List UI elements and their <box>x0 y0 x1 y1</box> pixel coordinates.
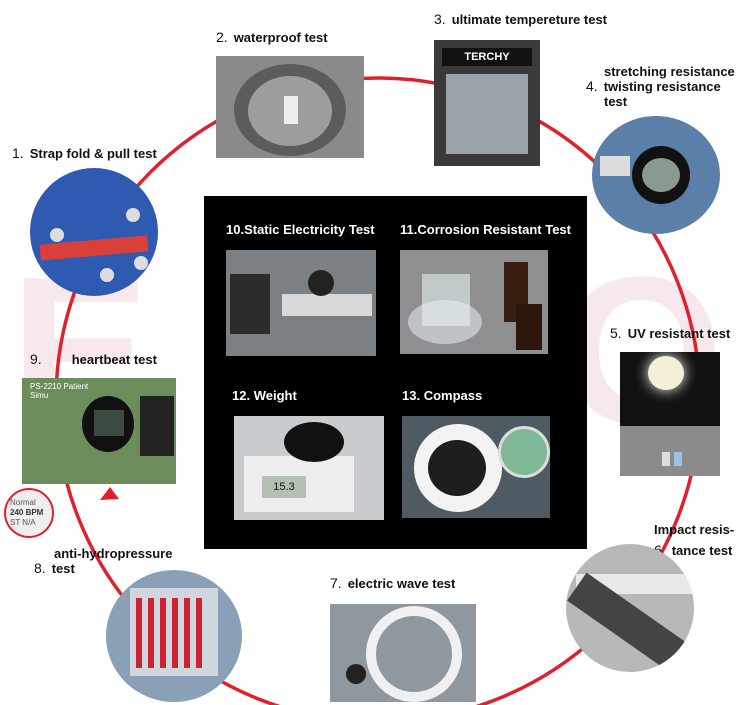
label-test-10: 10.Static Electricity Test <box>226 222 375 237</box>
label-test-13: 13. Compass <box>402 388 483 403</box>
photo-strap-test <box>30 168 158 296</box>
label-test-3: 3.ultimate tempereture test <box>434 11 608 28</box>
photo-hydropressure-test <box>106 570 242 702</box>
photo-uv-test <box>620 352 720 476</box>
label-test-5: 5.UV resistant test <box>610 325 731 342</box>
photo-stretching-test <box>592 116 720 234</box>
scale-display: 15.3 <box>262 476 306 498</box>
monitor-title: PS-2210 Patient Simu <box>30 382 89 400</box>
label-test-12: 12. Weight <box>232 388 297 403</box>
photo-heartbeat-test: PS-2210 Patient Simu <box>22 378 176 484</box>
photo-weight-test: 15.3 <box>234 416 384 520</box>
label-test-7: 7.electric wave test <box>330 575 456 592</box>
photo-compass-test <box>402 416 550 518</box>
label-test-9: 9.heartbeat test <box>30 351 157 368</box>
photo-corrosion-test <box>400 250 548 354</box>
photo-waterproof-test <box>216 56 364 158</box>
arrow-icon <box>100 487 119 500</box>
label-test-11: 11.Corrosion Resistant Test <box>400 222 571 237</box>
label-test-2: 2.waterproof test <box>216 29 328 46</box>
label-test-8: anti-hydropressure 8.test <box>34 546 173 576</box>
chamber-brand: TERCHY <box>442 48 532 66</box>
bpm-readout-inset: Normal 240 BPM ST N/A <box>4 488 54 538</box>
label-test-4: stretching resistance 4.twisting resista… <box>586 64 735 109</box>
photo-temperature-chamber: TERCHY <box>434 40 540 166</box>
photo-electric-wave-test <box>330 604 476 702</box>
photo-impact-test <box>566 544 694 672</box>
label-test-6: Impact resis- 6.tance test <box>654 522 735 558</box>
lab-tests-panel: 10.Static Electricity Test 11.Corrosion … <box>204 196 587 549</box>
photo-static-electricity-test <box>226 250 376 356</box>
label-test-1: 1.Strap fold & pull test <box>12 145 157 162</box>
